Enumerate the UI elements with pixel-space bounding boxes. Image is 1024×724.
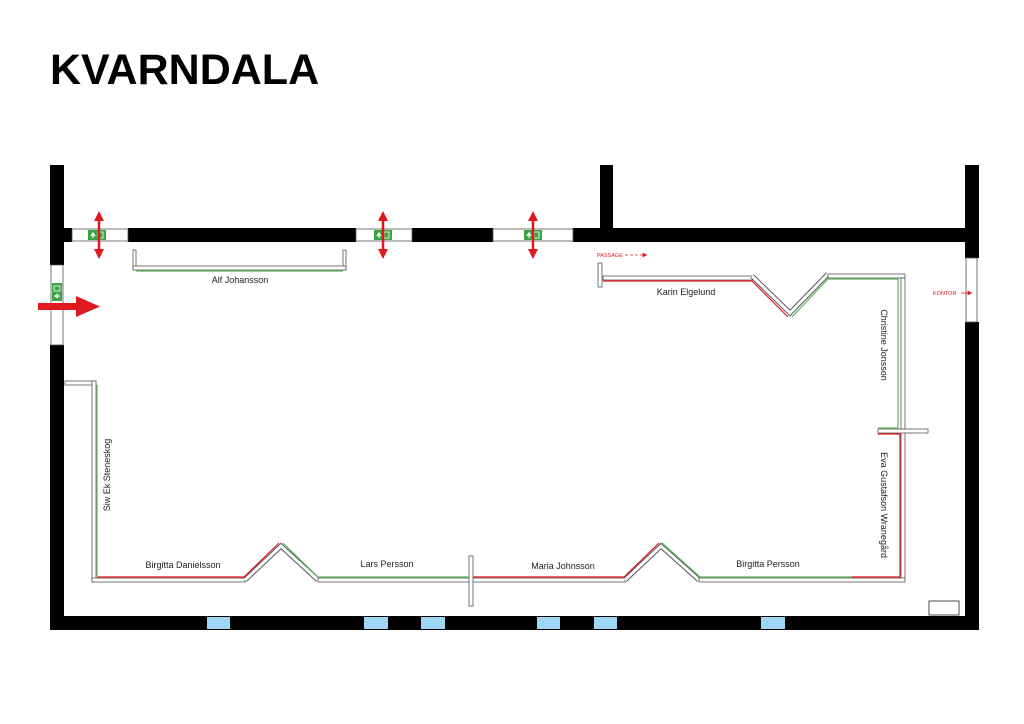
passage-label: PASSAGE: [597, 253, 623, 259]
windows: [207, 617, 785, 629]
exhibitor-label: Birgitta Danielsson: [145, 560, 220, 570]
exhibitor-label: Alf Johansson: [212, 275, 269, 285]
exhibitor-label: Birgitta Persson: [736, 559, 800, 569]
exhibitor-label: Lars Persson: [360, 559, 413, 569]
exhibition-panels: [64, 249, 929, 607]
walls: [50, 165, 979, 630]
doors: [50, 228, 978, 346]
exhibitor-label: Eva Gustafson Wranegård: [879, 452, 889, 558]
exhibitor-label: Siw Ek Steneskog: [102, 439, 112, 512]
exhibitor-label: Karin Elgelund: [657, 287, 716, 297]
exit-sign-icon: [51, 282, 63, 302]
office-desk: [928, 600, 960, 616]
panel-sections: [96, 270, 901, 578]
kontor-label: KONTOR: [933, 291, 956, 297]
page-title: KVARNDALA: [50, 46, 320, 94]
exhibitor-label: Christine Jonsson: [879, 309, 889, 381]
entrance-arrow-icon: [38, 296, 100, 317]
exit-sign-icon: [87, 229, 107, 241]
exhibitor-label: Maria Johnsson: [531, 561, 595, 571]
